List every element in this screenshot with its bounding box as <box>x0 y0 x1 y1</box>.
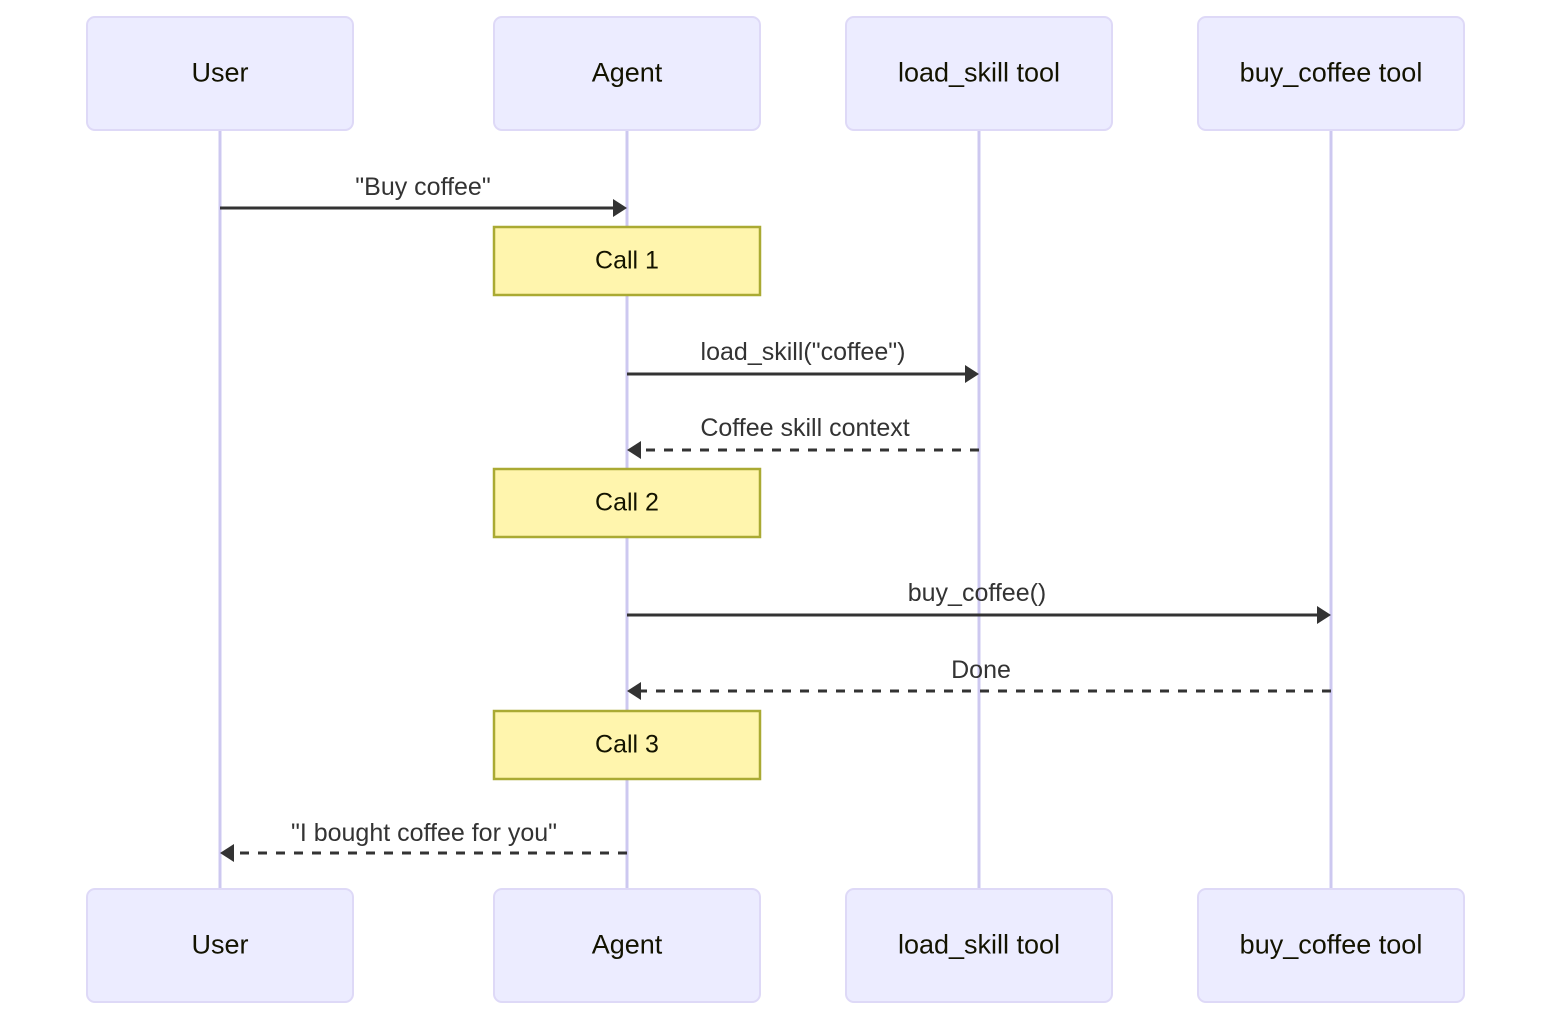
note-label-n2: Call 2 <box>595 489 659 517</box>
participant-label-agent-top: Agent <box>592 58 663 88</box>
note-label-n3: Call 3 <box>595 731 659 759</box>
participant-box-buy_coffee-top[interactable] <box>1197 16 1465 131</box>
participant-label-load_skill-bottom: load_skill tool <box>898 930 1060 960</box>
participant-box-load_skill-top[interactable] <box>845 16 1113 131</box>
participant-box-agent-top[interactable] <box>493 16 761 131</box>
message-arrowhead-m5 <box>627 682 641 700</box>
participant-label-buy_coffee-bottom: buy_coffee tool <box>1240 930 1423 960</box>
message-label-m6: "I bought coffee for you" <box>291 819 557 847</box>
message-label-m2: load_skill("coffee") <box>701 338 906 366</box>
message-arrowhead-m2 <box>965 365 979 383</box>
participant-label-load_skill-top: load_skill tool <box>898 58 1060 88</box>
participant-box-user-bottom[interactable] <box>86 888 354 1003</box>
message-label-m5: Done <box>951 656 1011 684</box>
message-arrowhead-m1 <box>613 199 627 217</box>
message-arrowhead-m4 <box>1317 606 1331 624</box>
note-box-n3[interactable] <box>492 709 762 781</box>
participant-box-user-top[interactable] <box>86 16 354 131</box>
participant-label-user-bottom: User <box>191 930 248 960</box>
message-label-m3: Coffee skill context <box>700 414 909 442</box>
participant-label-agent-bottom: Agent <box>592 930 663 960</box>
message-label-m4: buy_coffee() <box>908 579 1047 607</box>
message-label-m1: "Buy coffee" <box>355 173 490 201</box>
note-box-n1[interactable] <box>492 225 762 297</box>
participant-box-agent-bottom[interactable] <box>493 888 761 1003</box>
participant-label-buy_coffee-top: buy_coffee tool <box>1240 58 1423 88</box>
participant-box-buy_coffee-bottom[interactable] <box>1197 888 1465 1003</box>
message-arrowhead-m3 <box>627 441 641 459</box>
message-arrowhead-m6 <box>220 844 234 862</box>
participant-box-load_skill-bottom[interactable] <box>845 888 1113 1003</box>
note-label-n1: Call 1 <box>595 247 659 275</box>
participant-label-user-top: User <box>191 58 248 88</box>
note-box-n2[interactable] <box>492 467 762 539</box>
